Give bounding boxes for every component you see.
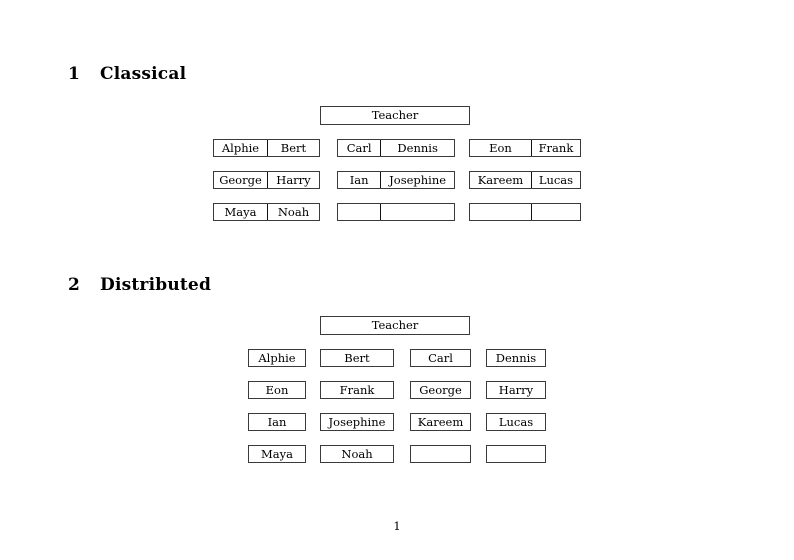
table-row: Kareem Lucas: [469, 171, 581, 189]
name-box: George: [410, 381, 471, 399]
name-cell: Lucas: [530, 172, 580, 188]
name-cell: Frank: [530, 140, 580, 156]
name-box: Eon: [248, 381, 306, 399]
page-number: 1: [393, 519, 401, 533]
name-box: Noah: [320, 445, 394, 463]
name-box: Kareem: [410, 413, 471, 431]
section-heading-classical: 1 Classical: [68, 64, 186, 84]
name-cell: Kareem: [477, 173, 524, 187]
section-heading-distributed: 2 Distributed: [68, 275, 211, 295]
table-row: Eon Frank: [469, 139, 581, 157]
table-row-empty: [469, 203, 581, 221]
table-row: George Harry: [213, 171, 320, 189]
name-cell: Alphie: [221, 141, 260, 155]
name-cell: George: [219, 173, 262, 187]
table-row: Maya Noah: [213, 203, 320, 221]
section-number: 1: [68, 64, 81, 84]
section-number: 2: [68, 275, 81, 295]
table-row: Alphie Bert: [213, 139, 320, 157]
table-row: Ian Josephine: [337, 171, 455, 189]
name-box: Maya: [248, 445, 306, 463]
table-row: Carl Dennis: [337, 139, 455, 157]
name-cell: Ian: [349, 173, 369, 187]
name-box: Dennis: [486, 349, 546, 367]
name-cell: Eon: [489, 141, 512, 155]
section-title: Distributed: [100, 275, 212, 295]
name-cell: Noah: [266, 204, 319, 220]
name-box-empty: [486, 445, 546, 463]
name-box: Harry: [486, 381, 546, 399]
name-cell: Josephine: [380, 172, 454, 188]
name-box: Carl: [410, 349, 471, 367]
name-cell: Bert: [266, 140, 319, 156]
name-cell-empty: [338, 204, 380, 220]
name-box: Lucas: [486, 413, 546, 431]
name-cell: Carl: [346, 141, 372, 155]
teacher-box-distributed: Teacher: [320, 316, 470, 335]
name-box: Alphie: [248, 349, 306, 367]
name-box: Josephine: [320, 413, 394, 431]
name-cell-empty: [380, 204, 454, 220]
name-cell-empty: [530, 204, 580, 220]
name-cell: Dennis: [380, 140, 454, 156]
name-box: Bert: [320, 349, 394, 367]
name-box-empty: [410, 445, 471, 463]
name-box: Ian: [248, 413, 306, 431]
teacher-box-classical: Teacher: [320, 106, 470, 125]
name-box: Frank: [320, 381, 394, 399]
name-cell: Maya: [224, 205, 257, 219]
section-title: Classical: [100, 64, 187, 84]
name-cell: Harry: [266, 172, 319, 188]
table-row-empty: [337, 203, 455, 221]
name-cell-empty: [470, 204, 531, 220]
